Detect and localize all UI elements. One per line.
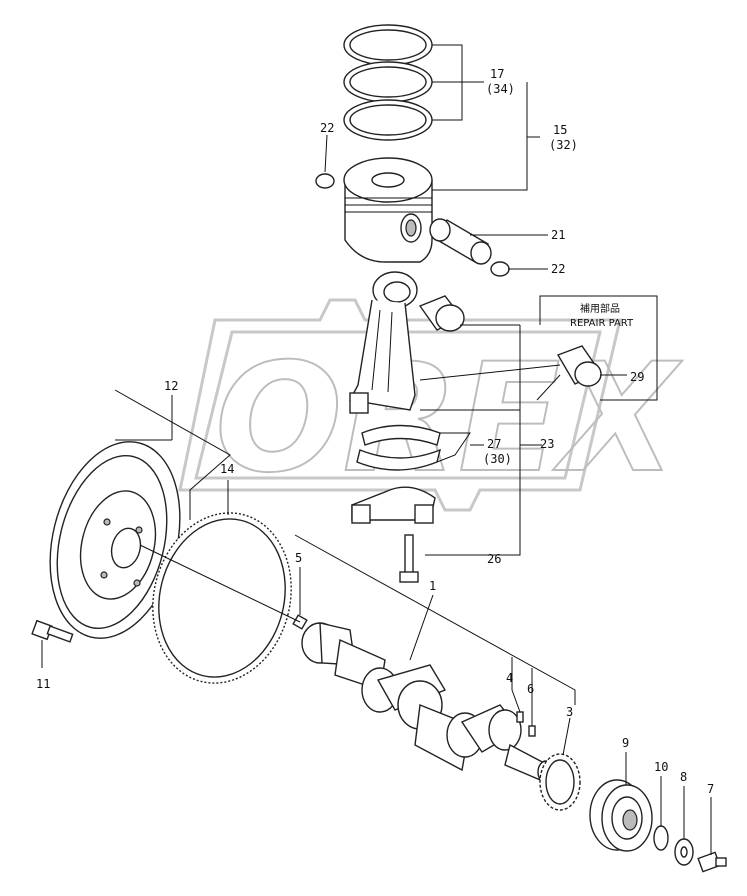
pulley-bolt — [697, 851, 727, 873]
callout-23: 23 — [540, 437, 554, 451]
callout-7: 7 — [707, 782, 714, 796]
woodruff-key-4 — [516, 711, 524, 723]
flywheel-bolt — [31, 619, 74, 643]
connecting-rod-cap — [351, 486, 436, 524]
ring-gear — [152, 512, 292, 684]
connecting-rod-bolt — [399, 534, 419, 583]
callout-26: 26 — [487, 552, 501, 566]
callout-12: 12 — [164, 379, 178, 393]
callout-15: 15 — [553, 123, 567, 137]
callout-17: 17 — [490, 67, 504, 81]
watermark-text: OREX — [215, 332, 682, 506]
callout-4: 4 — [506, 671, 513, 685]
piston-rings — [343, 24, 433, 141]
callout-9: 9 — [622, 736, 629, 750]
snap-ring-left — [315, 173, 335, 189]
connecting-rod — [348, 271, 418, 414]
callout-14: 14 — [220, 462, 234, 476]
callout-8: 8 — [680, 770, 687, 784]
callout-17-alt: (34) — [486, 82, 515, 96]
callout-5: 5 — [295, 551, 302, 565]
repair-part-title-jp: 補用部品 — [580, 302, 620, 315]
callout-27-alt: (30) — [483, 452, 512, 466]
bearing-shell-lower — [356, 448, 442, 471]
woodruff-key-6 — [528, 725, 536, 737]
repair-part-box: 補用部品 REPAIR PART — [539, 295, 658, 401]
crankshaft-pulley — [589, 779, 653, 852]
callout-10: 10 — [654, 760, 668, 774]
callout-29: 29 — [630, 370, 644, 384]
callout-6: 6 — [527, 682, 534, 696]
leader-lines — [41, 44, 712, 855]
crankshaft-gear — [539, 753, 581, 811]
callout-21: 21 — [551, 228, 565, 242]
callout-labels: 17 (34) 15 (32) 22 21 22 29 27 (30) 23 2… — [36, 67, 714, 796]
snap-ring-right — [490, 261, 510, 277]
o-ring — [653, 825, 669, 851]
callout-27: 27 — [487, 437, 501, 451]
bearing-shell-upper — [361, 424, 441, 446]
piston — [343, 157, 433, 263]
callout-11: 11 — [36, 677, 50, 691]
repair-part-title-en: REPAIR PART — [570, 318, 634, 329]
piston-pin — [429, 218, 492, 265]
callout-15-alt: (32) — [549, 138, 578, 152]
small-end-bushing — [418, 295, 465, 332]
callout-1: 1 — [429, 579, 436, 593]
callout-22-right: 22 — [551, 262, 565, 276]
pulley-washer — [674, 838, 694, 866]
callout-22-top: 22 — [320, 121, 334, 135]
watermark: OREX — [178, 298, 683, 512]
callout-3: 3 — [566, 705, 573, 719]
flywheel — [49, 441, 181, 639]
